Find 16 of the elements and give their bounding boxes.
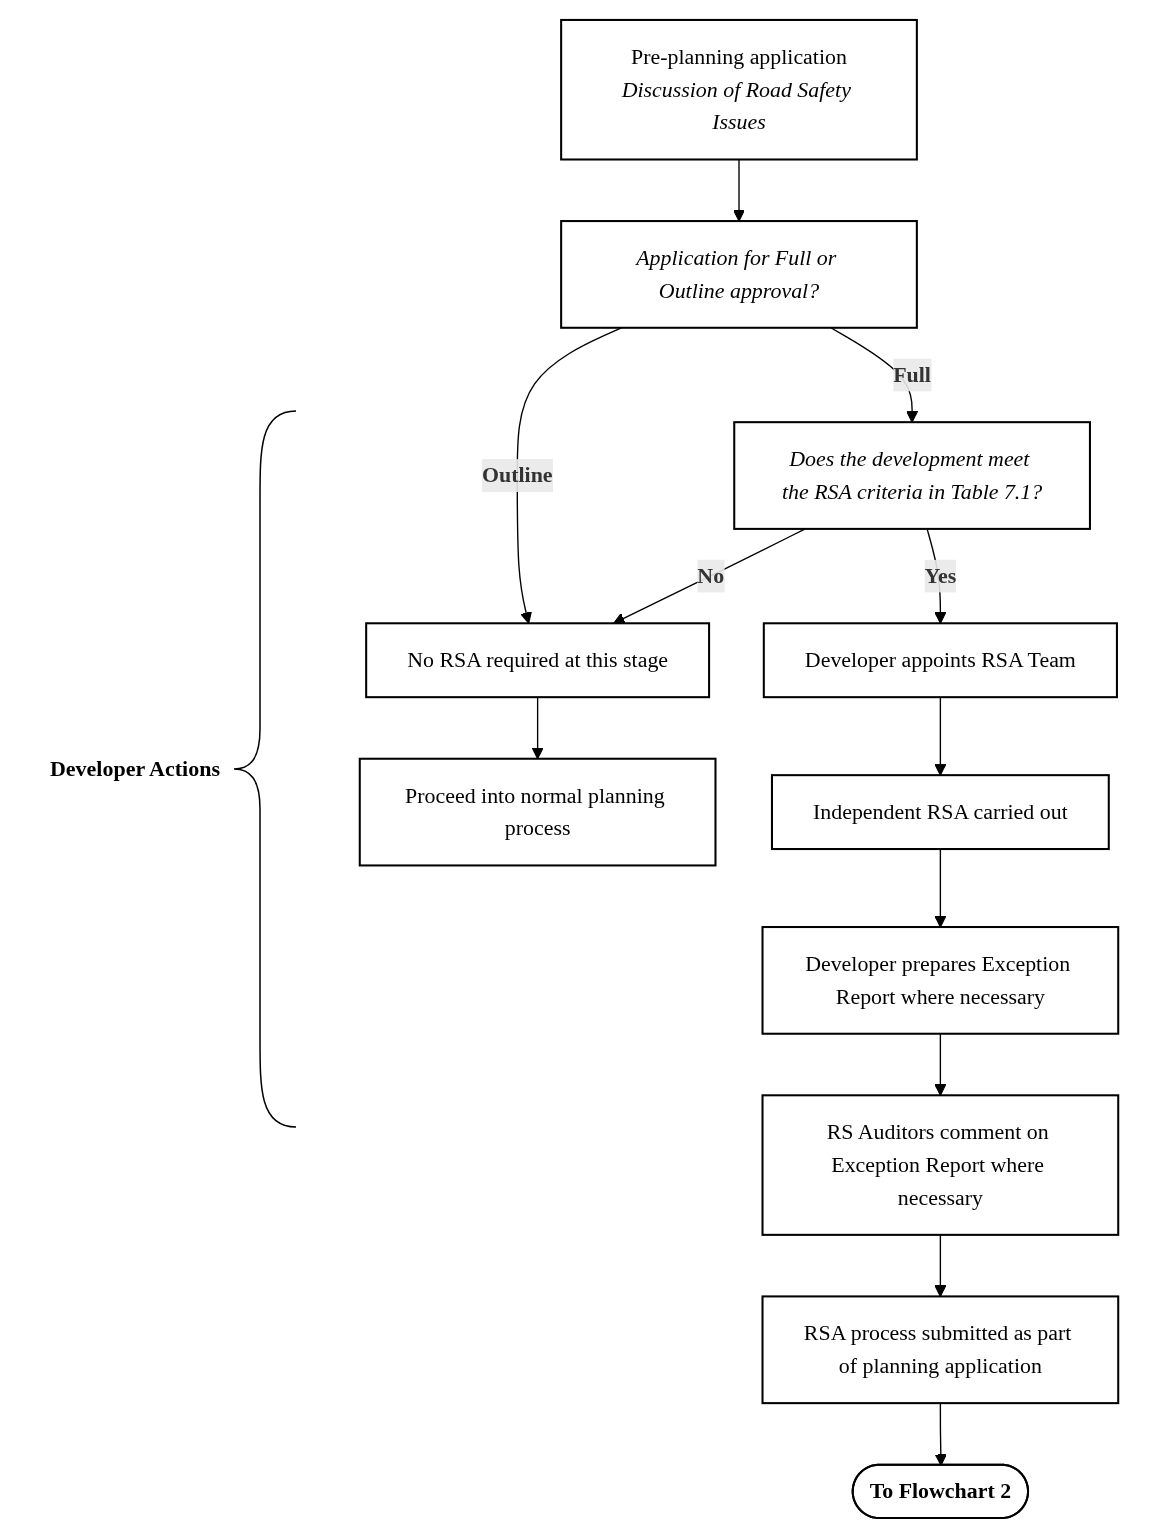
edge-label: Yes [924, 563, 957, 587]
arrow [531, 696, 544, 759]
node-box: Developer prepares Exception Report where necessary [761, 925, 1120, 1035]
node-box: Does the development meet the RSA criteria in Table 7.1? [733, 420, 1091, 530]
node-box: RS Auditors comment on Exception Report where necessary [761, 1093, 1120, 1236]
edge-label: Outline [481, 462, 553, 486]
node-box: Independent RSA carried out [770, 773, 1110, 850]
node-box: RSA process submitted as part of planning application [761, 1294, 1120, 1404]
node-box: No RSA required at this stage [365, 621, 711, 698]
node-box: Developer appoints RSA Team [762, 621, 1118, 698]
edge-label: No [697, 563, 725, 587]
node-box: Proceed into normal planning process [358, 757, 717, 866]
node-box: Application for Full or Outline approval? [560, 219, 918, 329]
edge-label: Full [893, 362, 931, 386]
node-box: Pre-planning application Discussion of Road Safety Issues [560, 18, 918, 161]
group-label: Developer Actions [49, 755, 220, 782]
